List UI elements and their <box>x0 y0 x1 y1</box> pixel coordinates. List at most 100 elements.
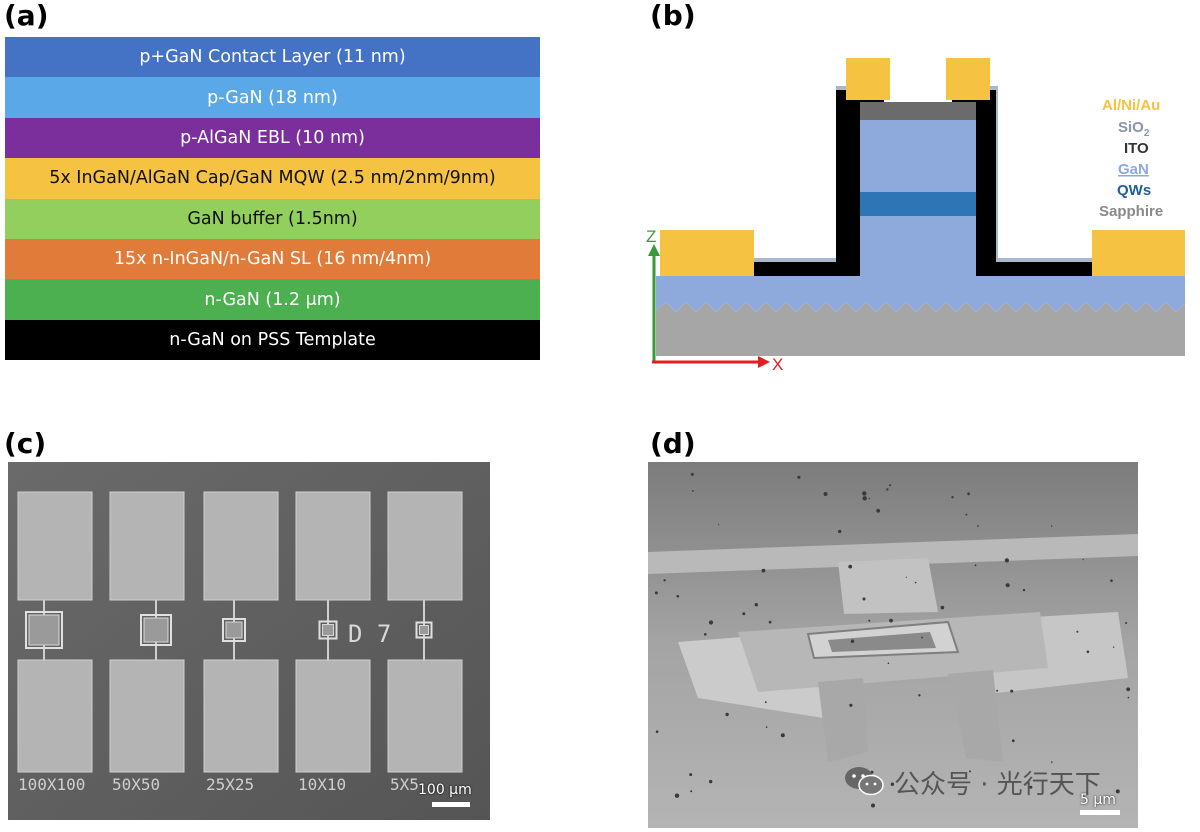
particle <box>690 790 693 793</box>
particle <box>823 492 828 496</box>
bottom-pad <box>295 659 371 773</box>
particle <box>1022 588 1026 592</box>
particle <box>868 619 871 622</box>
particle <box>848 564 853 569</box>
lower-trace-left <box>818 678 868 762</box>
bottom-pad <box>17 659 93 773</box>
particle <box>674 793 680 798</box>
z-axis-label: Z <box>646 227 656 246</box>
particle <box>886 488 889 491</box>
particle <box>838 529 842 534</box>
sio2-passivation-right <box>950 86 1136 266</box>
particle <box>708 620 714 625</box>
mesa-ring <box>140 614 172 646</box>
mesa <box>322 624 334 636</box>
particle <box>1126 687 1131 692</box>
layer-superlattice: 15x n-InGaN/n-GaN SL (16 nm/4nm) <box>5 238 540 280</box>
particle <box>718 524 720 526</box>
particle <box>764 701 767 704</box>
size-label-5: 5X5 <box>390 775 419 794</box>
particle <box>889 484 892 487</box>
particle <box>768 620 772 624</box>
particle <box>1112 646 1115 648</box>
particle <box>969 770 971 773</box>
particle <box>977 525 979 527</box>
particle <box>1011 739 1015 743</box>
panel-label-b: (b) <box>650 0 696 32</box>
quantum-wells <box>860 192 976 216</box>
particle <box>725 712 729 717</box>
particle <box>761 568 766 573</box>
mesa-ring <box>25 611 63 649</box>
particle <box>862 496 867 501</box>
particle <box>996 689 999 692</box>
particle <box>967 492 970 496</box>
particle <box>654 591 658 595</box>
layer-stack: p+GaN Contact Layer (11 nm) p-GaN (18 nm… <box>5 37 540 361</box>
particle <box>862 491 867 496</box>
particle <box>940 605 945 610</box>
x-axis-arrow <box>758 356 770 368</box>
particle <box>1076 630 1079 633</box>
particle <box>974 564 977 567</box>
metal-trace-right <box>952 90 1136 276</box>
particle <box>1051 761 1053 763</box>
particle <box>862 597 866 601</box>
particle <box>1005 583 1010 588</box>
device-array <box>17 491 463 773</box>
particle <box>1115 789 1120 794</box>
x-axis-label: X <box>772 355 783 374</box>
layer-p-gan: p-GaN (18 nm) <box>5 77 540 118</box>
p-contact-left <box>846 58 890 100</box>
particle <box>1127 696 1130 699</box>
particle <box>951 496 954 499</box>
particle <box>690 472 694 476</box>
n-contact-pad-right <box>1092 230 1185 276</box>
lower-trace-right <box>948 670 1003 762</box>
mesa <box>28 614 60 646</box>
sem-tilted-view: 5 μm <box>648 462 1138 828</box>
size-label-10: 10X10 <box>298 775 346 794</box>
mesa-ring <box>222 618 246 642</box>
mesa <box>143 617 169 643</box>
gan-base <box>656 276 1185 312</box>
particle <box>655 730 659 733</box>
legend-ito: ITO <box>1124 140 1149 157</box>
p-contact-right <box>946 58 990 100</box>
particle <box>1110 579 1113 582</box>
device-cross-section: Z X Al/Ni/Au SiO2 ITO GaN QWs Sapphire <box>646 58 1185 374</box>
particle <box>1051 525 1053 527</box>
top-pad <box>203 491 279 601</box>
legend-metal: Al/Ni/Au <box>1102 97 1160 114</box>
top-strip <box>648 534 1138 574</box>
bottom-pad <box>387 659 463 773</box>
top-pad <box>387 491 463 601</box>
particle <box>689 773 693 777</box>
top-pad <box>295 491 371 601</box>
scale-label-d: 5 μm <box>1080 792 1116 808</box>
particle <box>914 581 917 584</box>
particle <box>1086 650 1090 654</box>
size-label-100: 100X100 <box>18 775 85 794</box>
watermark-text: 公众号 · 光行天下 <box>894 770 1101 800</box>
particle <box>704 633 707 636</box>
bottom-pad <box>109 659 185 773</box>
panel-label-c: (c) <box>4 427 47 460</box>
die-mark: D 7 <box>348 620 391 648</box>
layer-n-gan: n-GaN (1.2 μm) <box>5 279 540 320</box>
mesa-ring <box>415 621 433 639</box>
particle <box>1029 785 1033 789</box>
panel-label-a: (a) <box>4 0 49 32</box>
bottom-pad <box>203 659 279 773</box>
layer-p-gan-contact: p+GaN Contact Layer (11 nm) <box>5 37 540 78</box>
particle <box>918 694 921 697</box>
size-labels: 100X100 50X50 25X25 10X10 5X5 <box>18 775 419 794</box>
legend-sio2-base: SiO <box>1118 119 1144 136</box>
scale-bar-d <box>1080 810 1120 815</box>
particle <box>850 639 855 643</box>
particle <box>691 490 694 492</box>
particle <box>887 662 890 665</box>
particle <box>1010 689 1014 693</box>
particle <box>765 726 768 728</box>
legend-sio2: SiO2 <box>1118 119 1150 139</box>
